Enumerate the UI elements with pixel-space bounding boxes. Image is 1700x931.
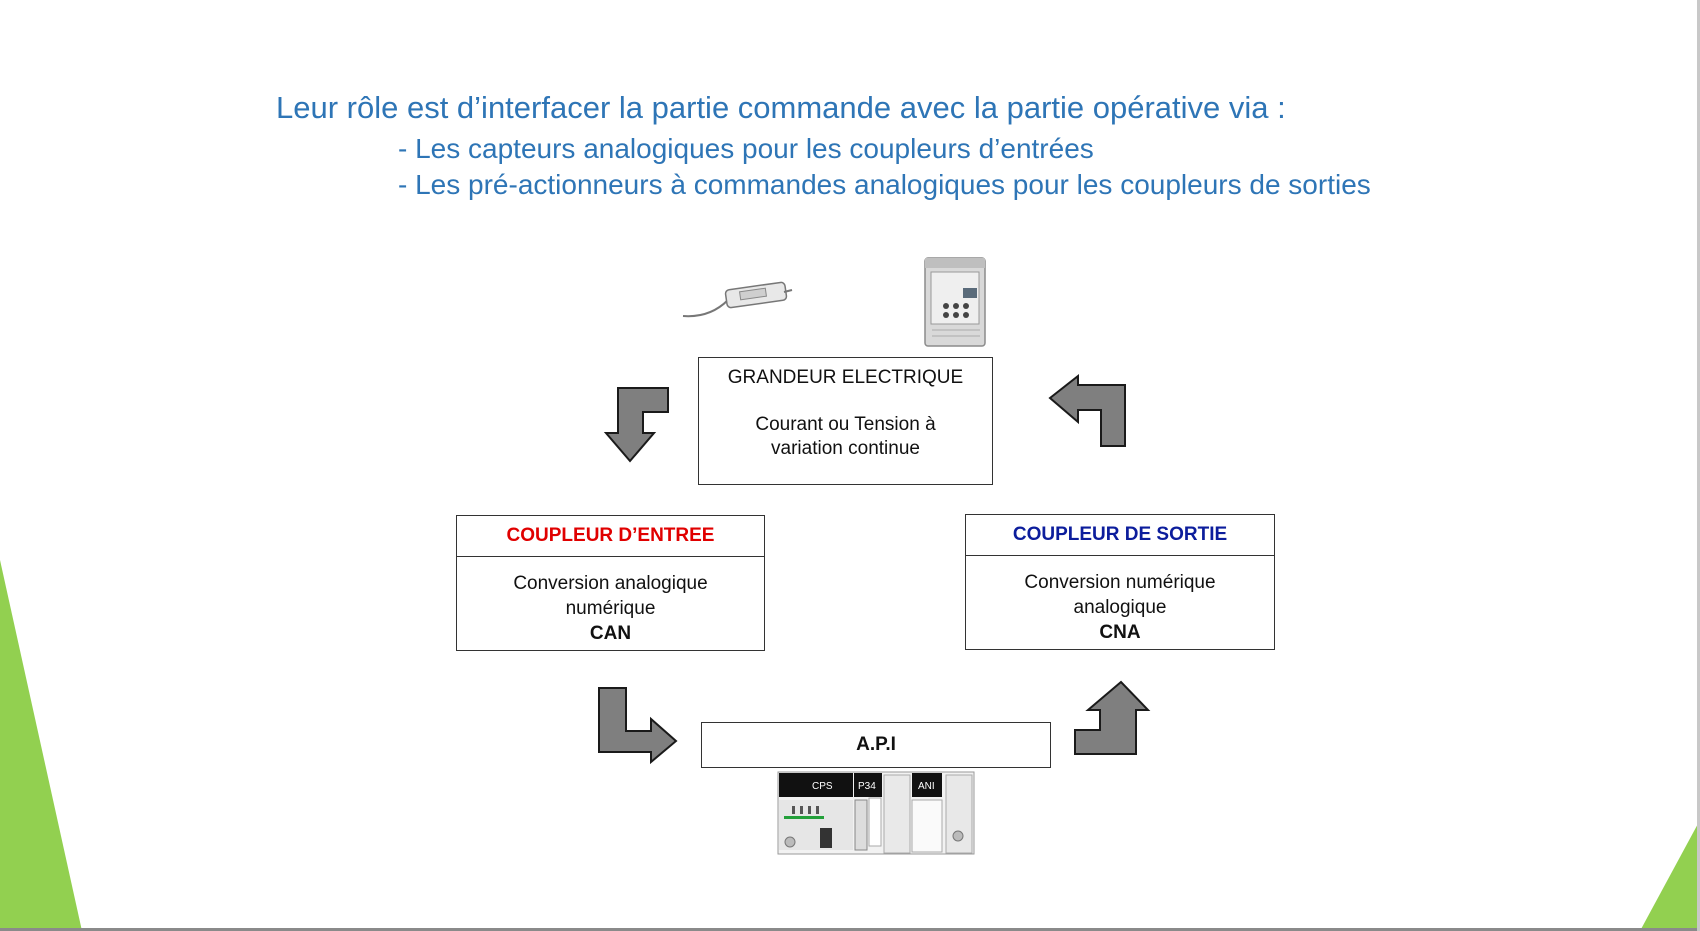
coupleur-entree-box: COUPLEUR D’ENTREE Conversion analogique … — [456, 515, 765, 651]
coupleur-entree-code: CAN — [589, 623, 632, 644]
bullet-preactionneurs: - Les pré-actionneurs à commandes analog… — [398, 169, 1371, 200]
grandeur-description: Courant ou Tension à variation continue — [699, 413, 992, 461]
arrow-api-to-sortie — [1074, 680, 1151, 755]
drive-controller-icon — [924, 257, 986, 347]
slide-border — [0, 928, 1700, 931]
plc-rack-icon: CPS P34 ANI — [777, 771, 975, 855]
bullet-capteurs: - Les capteurs analogiques pour les coup… — [398, 133, 1094, 164]
green-accent-right — [1640, 820, 1700, 931]
grandeur-line-2: variation continue — [771, 438, 920, 459]
coupleur-sortie-body: Conversion numérique analogique CNA — [966, 556, 1274, 645]
slide-border-right — [1697, 0, 1700, 931]
plc-module-p34: P34 — [858, 781, 876, 792]
arrow-grandeur-to-entree — [603, 387, 669, 463]
coupleur-sortie-line-2: analogique — [1073, 597, 1167, 618]
sensor-icon — [682, 281, 793, 318]
coupleur-entree-line-1: Conversion analogique — [513, 573, 708, 594]
arrow-sortie-to-grandeur — [1048, 373, 1126, 447]
api-box: A.P.I — [701, 722, 1051, 768]
grandeur-electrique-box: GRANDEUR ELECTRIQUE Courant ou Tension à… — [698, 357, 993, 485]
coupleur-entree-line-2: numérique — [565, 598, 656, 619]
grandeur-title: GRANDEUR ELECTRIQUE — [727, 367, 964, 388]
grandeur-line-1: Courant ou Tension à — [755, 414, 936, 435]
green-accent-left — [0, 560, 82, 931]
coupleur-sortie-code: CNA — [1099, 622, 1141, 643]
coupleur-entree-body: Conversion analogique numérique CAN — [457, 557, 764, 646]
coupleur-sortie-line-1: Conversion numérique — [1024, 572, 1216, 593]
coupleur-sortie-box: COUPLEUR DE SORTIE Conversion numérique … — [965, 514, 1275, 650]
arrow-entree-to-api — [598, 687, 678, 765]
plc-module-cps: CPS — [812, 781, 833, 792]
slide-heading: Leur rôle est d’interfacer la partie com… — [276, 90, 1286, 125]
coupleur-sortie-title: COUPLEUR DE SORTIE — [966, 515, 1274, 556]
coupleur-entree-title: COUPLEUR D’ENTREE — [457, 516, 764, 557]
plc-module-ani: ANI — [918, 781, 935, 792]
